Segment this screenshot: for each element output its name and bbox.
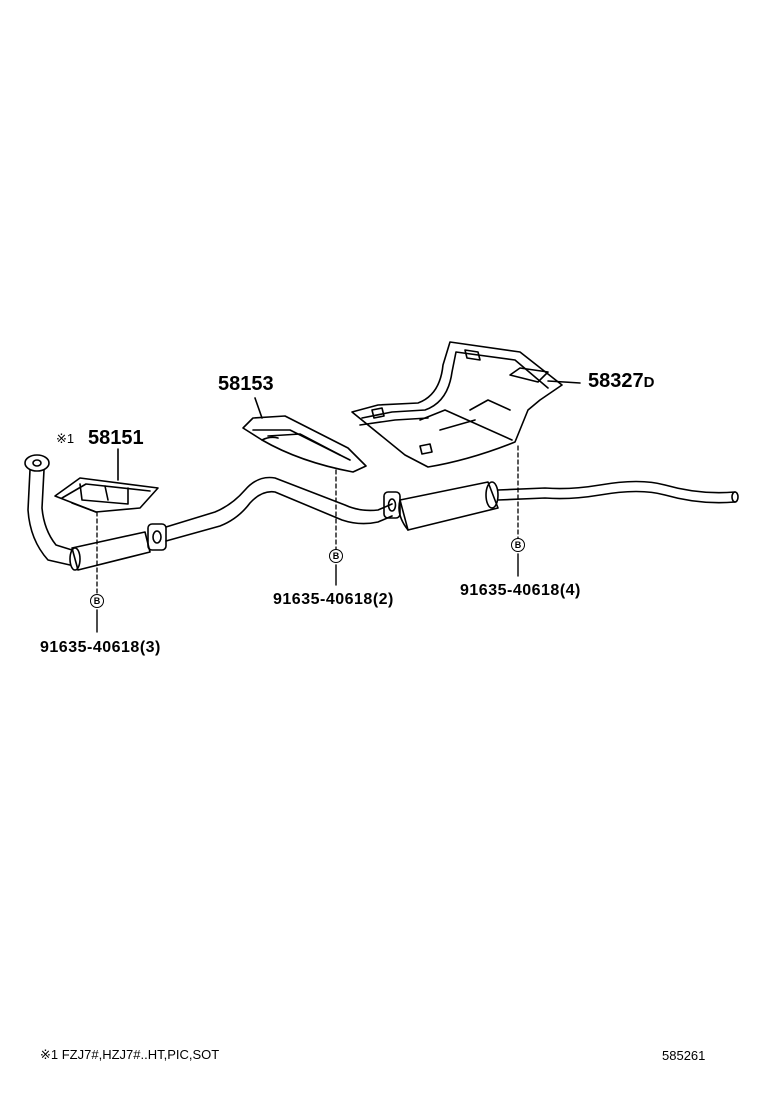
insulator-58151[interactable] [54,477,159,513]
footnote: ※1 FZJ7#,HZJ7#..HT,PIC,SOT [40,1047,220,1062]
part-label-58327[interactable]: 58327D [588,371,654,391]
insulator-58327D[interactable] [351,341,563,468]
insulator-58153[interactable] [242,415,367,473]
exhaust-pipe [24,454,739,571]
bolt-symbol-left: B [90,594,104,608]
illustration-code: 585261 [662,1048,706,1063]
bolt-label-right[interactable]: 91635-40618(4) [460,582,581,599]
bolt-symbol-middle: B [329,549,343,563]
part-label-58153[interactable]: 58153 [218,373,274,395]
bolt-symbol-right: B [511,538,525,552]
part-number-58327: 58327 [588,370,644,392]
leader-58153 [254,397,263,419]
bolt-locator-lines [96,445,519,595]
bolt-label-left[interactable]: 91635-40618(3) [40,639,161,656]
leader-58327D [547,380,581,384]
part-label-58151[interactable]: 58151 [88,427,144,449]
bolt-label-middle[interactable]: 91635-40618(2) [273,591,394,608]
note-mark-58151: ※1 [56,431,75,446]
bolt-leader-stubs [96,553,519,633]
part-suffix-58327: D [643,374,655,391]
